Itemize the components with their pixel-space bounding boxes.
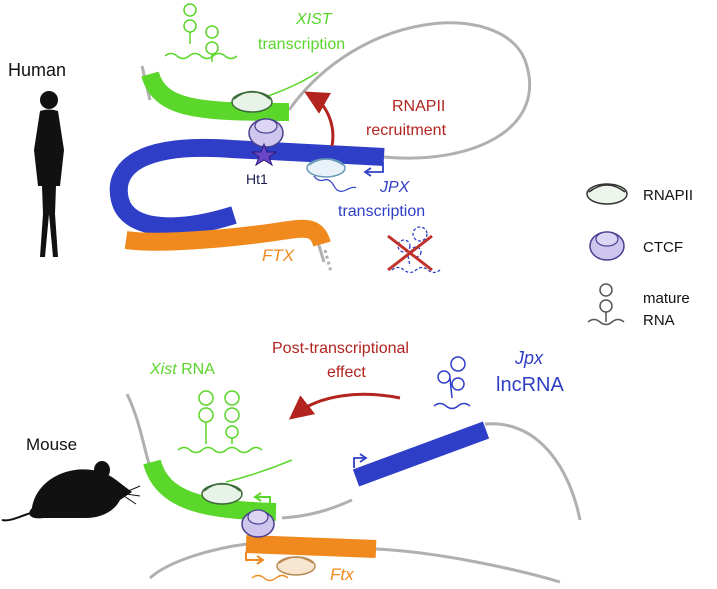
human-xist-rnapii-icon <box>231 90 273 113</box>
human-rnapii-recruitment-line2: recruitment <box>366 122 447 139</box>
mouse-label: Mouse <box>26 435 77 454</box>
mouse-xist-gene: Xist <box>149 361 177 378</box>
legend-mature-rna-line1: mature <box>643 290 690 307</box>
human-rnapii-recruitment-arrow <box>304 91 335 147</box>
human-xist-gene-label: XIST <box>295 11 333 28</box>
mature-rna-icon <box>587 283 625 326</box>
mouse-xist-rna-label: Xist RNA <box>149 361 215 378</box>
legend-ctcf-label: CTCF <box>643 239 683 256</box>
human-jpx-transcription-label: transcription <box>338 203 425 220</box>
mouse-xist-gene-bar <box>143 459 277 521</box>
mouse-silhouette-icon <box>1 461 141 522</box>
mouse-jpx-lncrna-icon <box>433 356 471 410</box>
human-panel: Human XIST transcription <box>8 3 532 274</box>
human-ftx-dash <box>323 249 333 273</box>
mouse-chromatin <box>125 393 582 584</box>
human-jpx-nascent-rna <box>313 175 357 192</box>
cross-icon <box>387 234 433 272</box>
human-jpx-rnapii-icon <box>306 158 346 178</box>
mouse-xist-promoter-arrow <box>256 496 271 508</box>
legend-rnapii-label: RNAPII <box>643 187 693 204</box>
human-ftx-label: FTX <box>262 246 295 265</box>
human-silhouette-icon <box>34 91 64 257</box>
human-jpx-crossed-rna <box>387 226 441 274</box>
ctcf-icon <box>589 231 625 261</box>
mouse-jpx-gene-bar <box>352 421 490 487</box>
ht1-star-icon <box>250 142 278 167</box>
human-xist-rna-icon <box>164 3 238 62</box>
rnapii-icon <box>586 183 628 205</box>
mouse-xist-rna-icon <box>177 390 263 454</box>
mouse-ftx-gene-bar <box>245 535 377 558</box>
human-xist-transcription-label: transcription <box>258 36 345 53</box>
human-jpx-promoter-arrowhead <box>363 167 372 177</box>
human-jpx-gene-bar <box>109 138 385 236</box>
legend-mature-rna-line2: RNA <box>643 312 675 329</box>
mouse-xist-promoter-arrowhead <box>253 492 262 502</box>
mouse-ftx-label: Ftx <box>330 565 354 584</box>
mouse-post-transcriptional-arrow <box>288 392 401 420</box>
human-ftx-gene-bar <box>124 219 331 251</box>
mouse-jpx-lncrna-label: lncRNA <box>496 374 564 396</box>
mouse-xist-nascent-rna <box>225 459 293 483</box>
human-label: Human <box>8 60 66 80</box>
mouse-xist-rna-suffix: RNA <box>181 361 215 378</box>
mouse-jpx-promoter-arrowhead <box>359 453 368 463</box>
legend: RNAPII CTCF mature RNA <box>586 183 693 329</box>
mouse-post-transcriptional-line1: Post-transcriptional <box>272 340 409 357</box>
human-jpx-gene-label: JPX <box>379 179 411 196</box>
mouse-post-transcriptional-line2: effect <box>327 364 366 381</box>
human-rnapii-recruitment-line1: RNAPII <box>392 98 445 115</box>
mouse-xist-rnapii-icon <box>201 482 243 505</box>
mouse-ctcf-icon <box>241 509 275 538</box>
mouse-panel: Mouse <box>1 340 582 584</box>
mouse-ftx-promoter-arrowhead <box>256 555 265 565</box>
mouse-ftx-rnapii-icon <box>276 556 316 576</box>
human-jpx-promoter-arrow <box>367 162 384 173</box>
mouse-jpx-promoter-arrow <box>353 457 364 468</box>
ht1-label: Ht1 <box>246 171 268 187</box>
mouse-jpx-gene-label: Jpx <box>514 348 544 368</box>
mouse-ftx-promoter-arrow <box>245 552 262 561</box>
svg-text:Xist RNA: Xist RNA <box>149 361 215 378</box>
mouse-ftx-nascent-rna <box>251 574 289 582</box>
human-ctcf-icon <box>248 118 284 148</box>
